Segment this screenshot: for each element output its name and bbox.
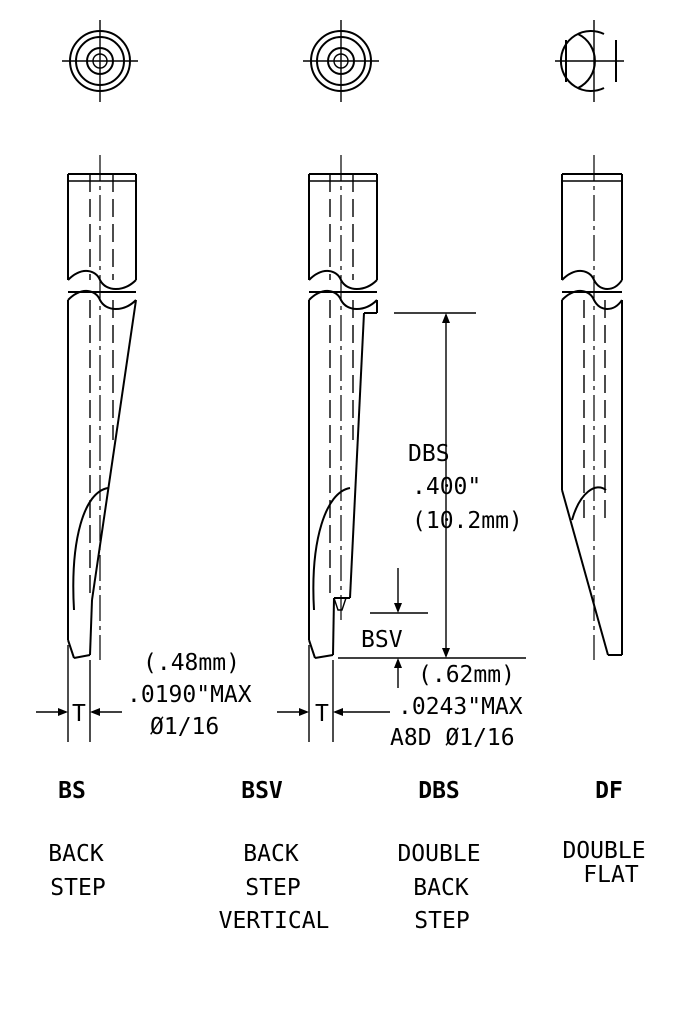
bsv-desc-line-2: STEP <box>245 875 300 901</box>
dbs-desc-line-1: DOUBLE <box>397 841 480 867</box>
bsv-max-value: .0243"MAX <box>398 694 523 720</box>
dbs-dimension-label: DBS <box>408 441 450 467</box>
df-tool-profile <box>561 155 623 660</box>
bsv-end-view <box>303 20 379 102</box>
bs-desc-line-1: BACK <box>48 841 104 867</box>
df-desc-line-2: FLAT <box>583 862 639 888</box>
bsv-t-label: T <box>315 701 329 727</box>
bs-desc-line-2: STEP <box>50 875 105 901</box>
dbs-code: DBS <box>418 778 460 804</box>
bsv-step-label: BSV <box>361 627 403 653</box>
bs-tool-profile <box>36 155 137 742</box>
bsv-mm-value: (.62mm) <box>418 662 515 688</box>
dbs-desc-line-3: STEP <box>414 908 469 934</box>
df-code: DF <box>595 778 623 804</box>
dbs-mm-value: (10.2mm) <box>412 508 523 534</box>
bs-max-value: .0190"MAX <box>127 682 252 708</box>
bsv-code: BSV <box>241 778 283 804</box>
bs-code: BS <box>58 778 86 804</box>
dbs-inch-value: .400" <box>412 474 481 500</box>
bsv-desc-line-3: VERTICAL <box>219 908 330 934</box>
bsv-diameter: A8D Ø1/16 <box>390 725 515 751</box>
df-end-view <box>555 20 624 102</box>
bs-end-view <box>62 20 138 102</box>
bs-diameter: Ø1/16 <box>150 714 219 740</box>
bs-mm-value: (.48mm) <box>143 650 240 676</box>
bs-t-label: T <box>72 701 86 727</box>
dbs-desc-line-2: BACK <box>413 875 469 901</box>
df-desc-line-1: DOUBLE <box>562 838 645 864</box>
bsv-tool-profile <box>277 155 526 742</box>
bsv-desc-line-1: BACK <box>243 841 299 867</box>
